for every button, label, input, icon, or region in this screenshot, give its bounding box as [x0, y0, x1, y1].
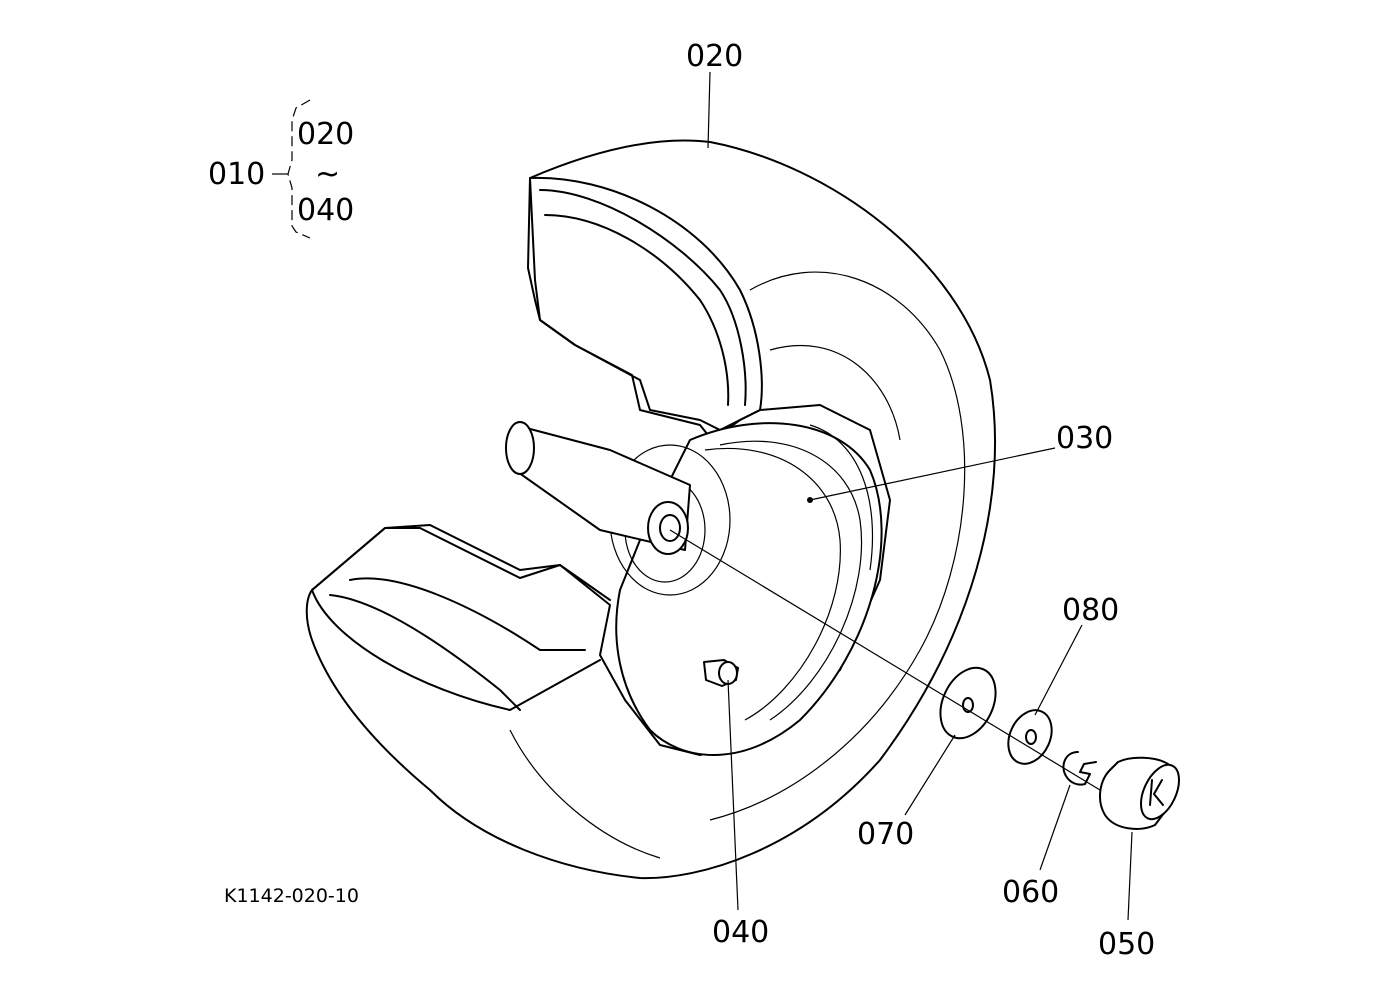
callout-080: 080 [1062, 593, 1119, 628]
axle-hub [505, 421, 691, 555]
callout-010: 010 [208, 157, 265, 192]
assembly-brace [272, 99, 311, 239]
valve-stem [703, 659, 739, 687]
callout-range-sep: ~ [315, 157, 340, 192]
callout-020: 020 [686, 39, 743, 74]
retaining-clip [1062, 751, 1097, 786]
callout-range-end: 040 [297, 193, 354, 228]
callout-060: 060 [1002, 875, 1059, 910]
hub-cap [1098, 756, 1180, 830]
washer-large [939, 666, 997, 740]
callout-040: 040 [712, 915, 769, 950]
callout-050: 050 [1098, 927, 1155, 962]
leader-lines [707, 71, 1133, 921]
callout-070: 070 [857, 817, 914, 852]
callout-030: 030 [1056, 421, 1113, 456]
figure-code: K1142-020-10 [224, 885, 359, 907]
assembly-axis-line [669, 529, 1101, 791]
washer-small [1007, 709, 1053, 765]
callout-range-start: 020 [297, 117, 354, 152]
